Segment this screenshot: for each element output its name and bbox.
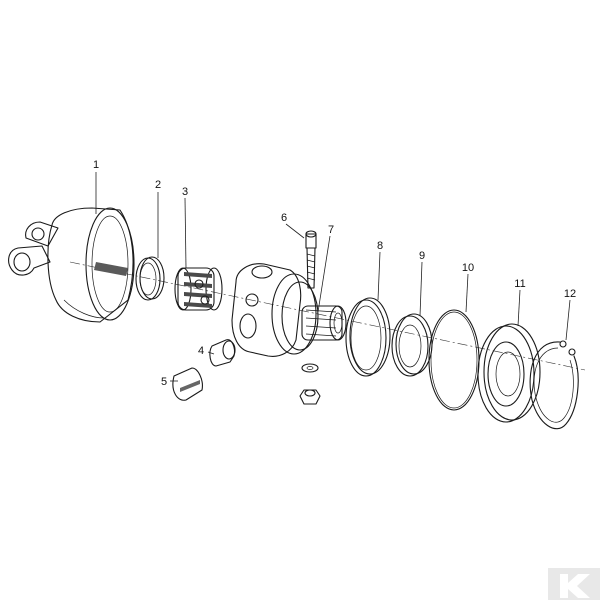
part-6-bolt: [299, 230, 321, 405]
leader-6: [285, 223, 305, 239]
part-label-5: 5: [161, 376, 167, 388]
k-logo-icon: [548, 568, 600, 600]
part-5-key: [172, 367, 203, 401]
part-10-o-ring: [428, 309, 480, 411]
part-label-10: 10: [462, 262, 474, 274]
leader-10: [465, 273, 469, 313]
part-label-1: 1: [93, 159, 99, 171]
part-2-bush-ring: [135, 256, 165, 301]
center-axis: [69, 261, 586, 371]
part-8-seal-ring: [345, 297, 391, 377]
part-labels: 1 2 3 4 5 6 7 8 9 10 11 12: [93, 159, 576, 388]
part-4-pin: [209, 339, 236, 367]
part-label-6: 6: [281, 212, 287, 224]
leader-lines: [95, 172, 571, 382]
part-label-8: 8: [377, 240, 383, 252]
leader-9: [419, 261, 423, 317]
part-label-7: 7: [328, 224, 334, 236]
part-label-2: 2: [155, 179, 161, 191]
part-label-3: 3: [182, 186, 188, 198]
part-label-11: 11: [514, 278, 525, 290]
part-label-9: 9: [419, 250, 425, 262]
leader-7: [317, 235, 331, 313]
center-body: [231, 263, 347, 357]
leader-4: [207, 351, 215, 355]
part-9-washer-ring: [391, 313, 433, 377]
part-11-cover: [477, 323, 541, 423]
leader-3: [184, 197, 187, 269]
part-label-12: 12: [564, 288, 576, 300]
leader-11: [517, 289, 521, 327]
leader-8: [377, 251, 381, 301]
part-3-spring-pack: [174, 267, 223, 311]
part-12-circlip: [529, 340, 579, 430]
part-label-4: 4: [198, 345, 204, 357]
leader-12: [565, 299, 571, 341]
part-1-yoke-housing: [8, 207, 135, 323]
